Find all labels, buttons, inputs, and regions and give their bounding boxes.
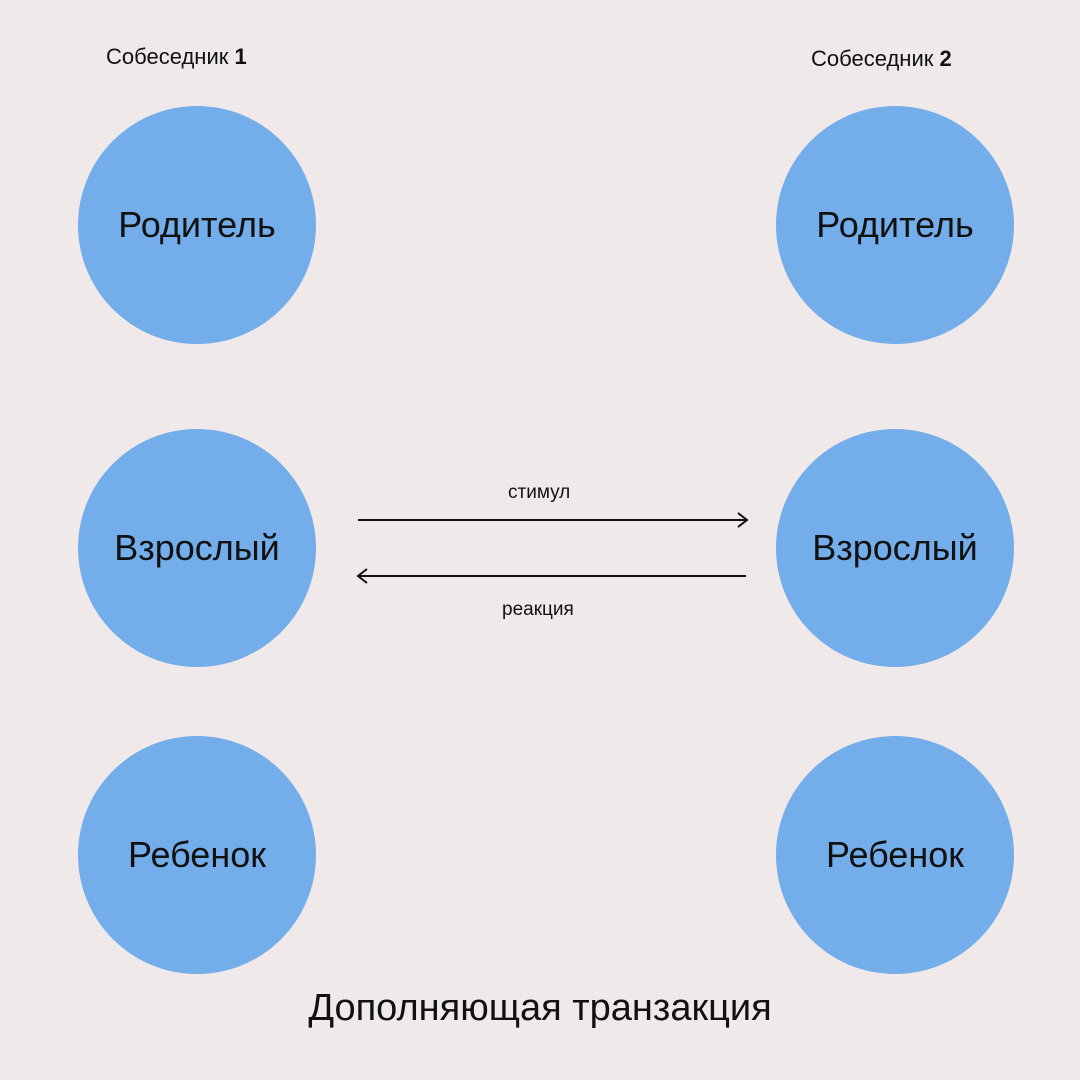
party-1-label-text: Собеседник <box>106 44 235 69</box>
party-2-number: 2 <box>939 46 952 71</box>
party-1-child-circle: Ребенок <box>78 736 316 974</box>
party-2-parent-circle: Родитель <box>776 106 1014 344</box>
party-1-child-label: Ребенок <box>128 834 266 875</box>
stimulus-label: стимул <box>508 482 571 503</box>
stimulus-arrow <box>358 512 749 528</box>
party-1-number: 1 <box>234 44 247 69</box>
party-2-adult-label: Взрослый <box>812 527 978 568</box>
party-2-child-label: Ребенок <box>826 834 964 875</box>
party-1-parent-circle: Родитель <box>78 106 316 344</box>
party-1-adult-label: Взрослый <box>114 527 280 568</box>
party-1-label: Собеседник 1 <box>106 44 247 70</box>
party-2-adult-circle: Взрослый <box>776 429 1014 667</box>
party-2-label: Собеседник 2 <box>811 46 952 72</box>
transaction-arrows <box>356 512 749 584</box>
reaction-arrow <box>356 568 746 584</box>
party-2-child-circle: Ребенок <box>776 736 1014 974</box>
party-1-parent-label: Родитель <box>118 204 276 245</box>
party-2-label-text: Собеседник <box>811 46 940 71</box>
diagram-title: Дополняющая транзакция <box>308 987 772 1029</box>
party-1-adult-circle: Взрослый <box>78 429 316 667</box>
reaction-label: реакция <box>502 599 574 620</box>
party-2-parent-label: Родитель <box>816 204 974 245</box>
